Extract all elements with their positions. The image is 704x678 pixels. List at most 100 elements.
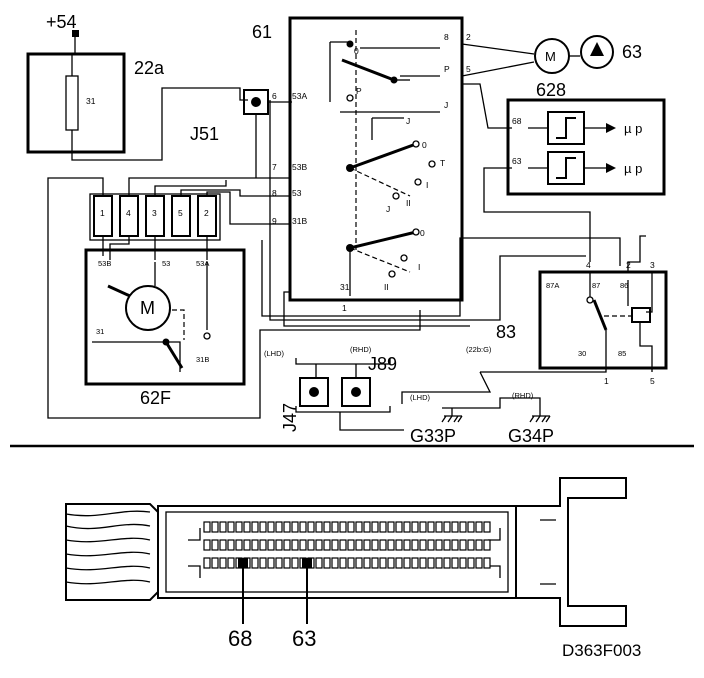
connector-j51-pin — [251, 97, 261, 107]
switch-label-j1: J — [444, 100, 448, 110]
plug-pin — [339, 539, 347, 551]
relay-pin-3: 3 — [650, 260, 655, 270]
connector-j47-label: J47 — [280, 403, 300, 432]
plug-pin — [395, 539, 403, 551]
figure-id: D363F003 — [562, 641, 641, 660]
conn-pin-3: 3 — [152, 208, 157, 218]
supply-label: +54 — [46, 12, 77, 32]
ground-icon-2 — [529, 415, 551, 423]
pin-53a: 53A — [292, 91, 307, 101]
component-61: 61 6 53A 7 53B 8 53 9 31B 31 1 0 8 2 P 5… — [252, 16, 471, 313]
plug-pin — [291, 557, 299, 569]
plug-pin — [259, 521, 267, 533]
plug-pin — [403, 521, 411, 533]
plug-cable-bundle — [65, 503, 159, 601]
plug-pin — [307, 521, 315, 533]
switch-label-2: 2 — [466, 32, 471, 42]
callout-68-label: 68 — [228, 626, 252, 651]
ground-icon-1 — [441, 415, 463, 423]
plug-pin — [203, 539, 211, 551]
stalk-switch-contact-1 — [349, 142, 417, 170]
plug-pin — [459, 521, 467, 533]
plug-pin — [475, 557, 483, 569]
plug-pin — [483, 521, 491, 533]
plug-latch — [516, 477, 627, 627]
plug-pin — [339, 521, 347, 533]
stalk-switch-contact-2 — [349, 230, 417, 250]
plug-pin — [203, 557, 211, 569]
plug-pin — [395, 557, 403, 569]
switch-label-j3: J — [386, 204, 390, 214]
plug-pin — [459, 557, 467, 569]
plug-pin — [427, 557, 435, 569]
plug-pin — [203, 521, 211, 533]
plug-pin — [251, 521, 259, 533]
plug-pin — [467, 557, 475, 569]
plug-pin — [411, 557, 419, 569]
plug-pin — [379, 521, 387, 533]
output-arrow-icon-2 — [606, 163, 616, 173]
connector-block: 1 4 3 5 2 — [89, 193, 221, 241]
plug-pin — [451, 521, 459, 533]
switch-label-p1: P — [444, 64, 450, 74]
plug-pin — [331, 557, 339, 569]
connectors-j47-j89: (LHD) (RHD) J89 J47 — [264, 345, 492, 432]
park-cam-contact — [164, 341, 184, 369]
switch-label-p2: P — [356, 86, 362, 96]
plug-pin — [395, 521, 403, 533]
wiper-motor-label: 62F — [140, 388, 171, 408]
plug-pin — [459, 539, 467, 551]
plug-pin — [283, 521, 291, 533]
plug-pin — [363, 557, 371, 569]
plug-pin — [387, 557, 395, 569]
plug-pin — [347, 521, 355, 533]
relay-pin-5: 5 — [650, 376, 655, 386]
plug-pin — [475, 521, 483, 533]
plug-pin — [443, 557, 451, 569]
plug-pin — [211, 521, 219, 533]
plug-pin — [259, 539, 267, 551]
pump-symbol — [580, 35, 614, 69]
relay-pin-85: 85 — [618, 349, 626, 358]
ground-g34p-label: G34P — [508, 426, 554, 446]
connector-j47-box — [299, 377, 329, 407]
plug-pin — [427, 539, 435, 551]
motor-pin-53: 53 — [162, 259, 170, 268]
pin-9: 9 — [272, 216, 277, 226]
plug-pin — [299, 539, 307, 551]
ecu-box — [506, 98, 666, 196]
plug-pin — [347, 539, 355, 551]
supply-terminal — [72, 30, 79, 37]
ecu-output-2: µ p — [624, 161, 642, 176]
pin-7: 7 — [272, 162, 277, 172]
switch-label-0c: 0 — [420, 228, 425, 238]
connector-j89-label: J89 — [368, 354, 397, 374]
output-arrow-icon-1 — [606, 123, 616, 133]
plug-pin — [411, 539, 419, 551]
ground-points: (LHD) (RHD) G33P G34P — [410, 391, 554, 446]
plug-pin — [371, 539, 379, 551]
plug-pin — [443, 539, 451, 551]
conn-pin-1: 1 — [100, 208, 105, 218]
plug-pin — [283, 539, 291, 551]
pin-53b: 53B — [292, 162, 307, 172]
plug-pin — [435, 521, 443, 533]
plug-pin — [435, 557, 443, 569]
ecu-connector-plug: 68 63 — [65, 477, 627, 651]
plug-pin — [211, 539, 219, 551]
resistor-symbol — [65, 75, 79, 131]
plug-pin — [251, 539, 259, 551]
component-22a-pin: 31 — [86, 96, 96, 106]
schmitt-trigger-icon-2 — [556, 157, 576, 179]
relay-contact — [592, 299, 608, 331]
plug-pin — [475, 539, 483, 551]
plug-pin — [315, 557, 323, 569]
callout-63-label: 63 — [292, 626, 316, 651]
motor-pin-31b: 31B — [196, 355, 209, 364]
connector-j89-box — [341, 377, 371, 407]
plug-pin — [291, 521, 299, 533]
relay-coil — [631, 307, 651, 323]
park-switch-contact — [341, 58, 395, 82]
motor-pin-53a: 53A — [196, 259, 209, 268]
plug-pin — [323, 521, 331, 533]
